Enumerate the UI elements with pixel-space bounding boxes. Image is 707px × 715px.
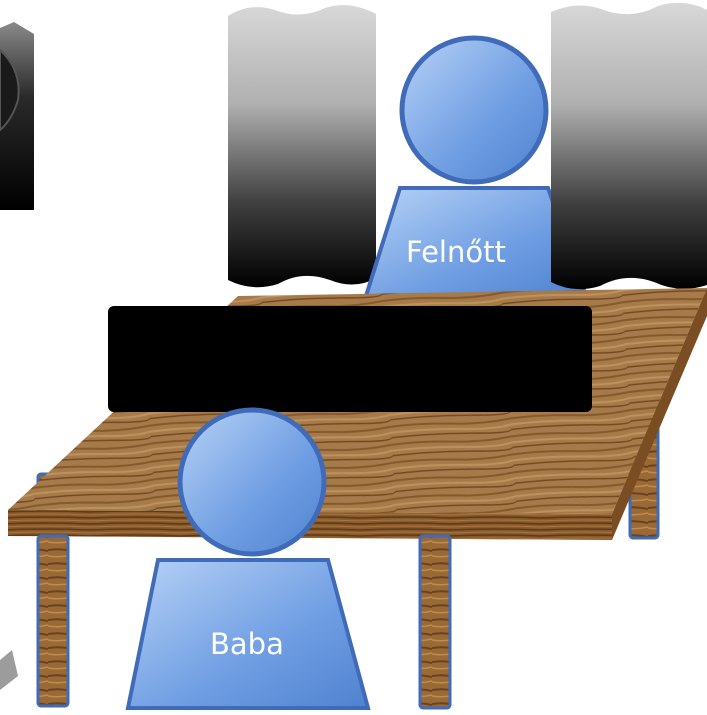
curtain-right <box>551 2 707 290</box>
baby-head <box>177 407 327 557</box>
adult-label: Felnőtt <box>406 235 506 269</box>
adult-figure: Felnőtt <box>363 35 589 298</box>
speaker-device <box>0 22 34 210</box>
table-front-legs <box>36 534 452 710</box>
partial-shape-left <box>0 650 18 690</box>
adult-head <box>399 35 549 185</box>
baby-figure: Baba <box>125 407 371 710</box>
curtain-left <box>228 5 376 288</box>
occluder-screen <box>108 306 592 412</box>
baby-label: Baba <box>210 627 284 661</box>
baby-body <box>125 558 371 710</box>
